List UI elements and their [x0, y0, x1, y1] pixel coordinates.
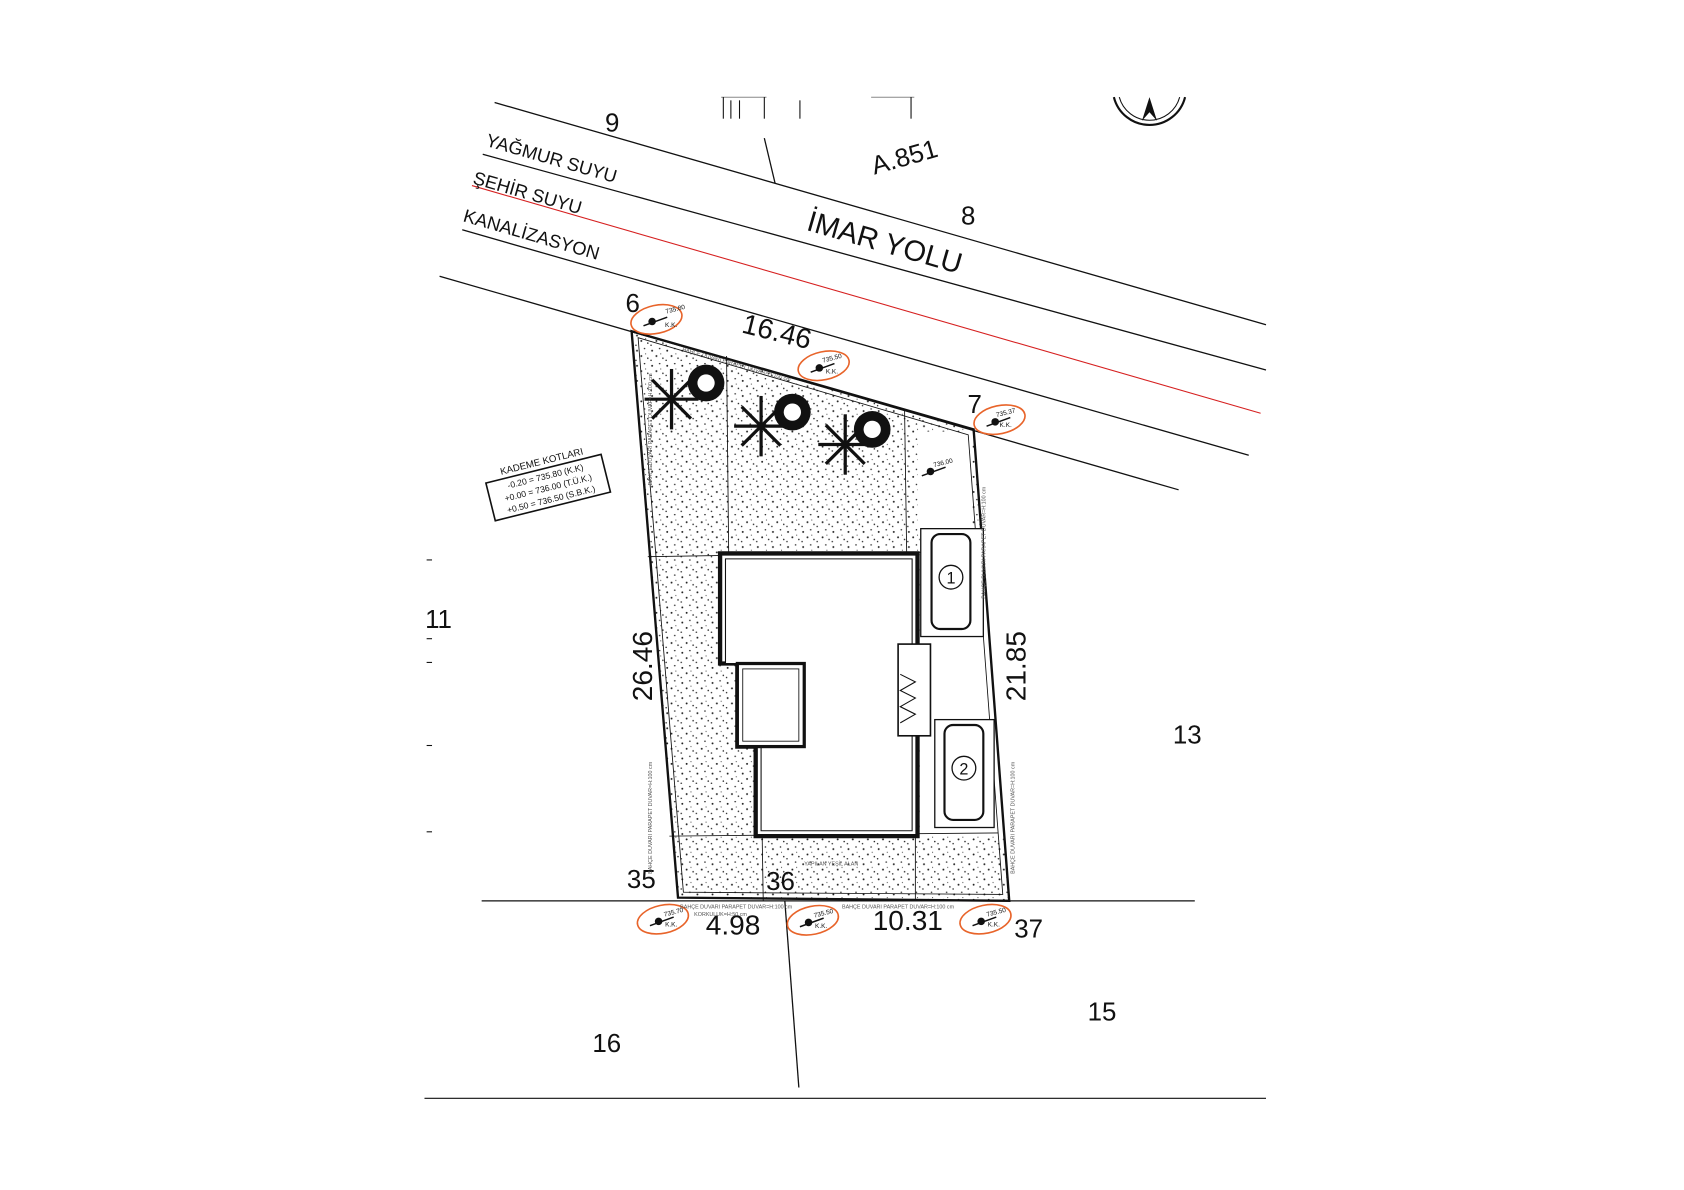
corner-7: 7 — [968, 391, 982, 419]
parking-2-label: 2 — [959, 761, 968, 779]
svg-text:736.00: 736.00 — [933, 458, 954, 470]
parcel-15: 15 — [1088, 999, 1117, 1027]
svg-text:K.K.: K.K. — [665, 322, 677, 329]
corner-35: 35 — [627, 866, 656, 894]
dim-east: 21.85 — [1000, 631, 1031, 701]
building-footprint — [717, 551, 932, 839]
corner-37: 37 — [1014, 916, 1043, 944]
dim-south-right: 10.31 — [873, 905, 943, 936]
parcel-label: A.851 — [868, 135, 941, 181]
svg-text:735.50: 735.50 — [986, 907, 1007, 919]
corner-6: 6 — [626, 290, 640, 318]
dim-north: 16.46 — [739, 308, 815, 355]
road-width-label: 8 — [961, 202, 975, 230]
svg-text:735.50: 735.50 — [822, 353, 843, 365]
kademe-legend: KADEME KOTLARI -0.20 = 735.80 (K.K) +0.0… — [484, 446, 612, 522]
svg-text:735.70: 735.70 — [663, 907, 684, 919]
green-area-note: YAPILAN YEŞİL ALAN — [804, 860, 858, 867]
wall-note-east-lower: BAHÇE DUVARI PARAPET DUVAR=H:100 cm — [1011, 761, 1017, 874]
corner-36: 36 — [766, 868, 795, 896]
svg-text:K.K.: K.K. — [665, 922, 677, 929]
elevation-marks: 735.80K.K. 735.50K.K. 735.37K.K. 735.70K… — [630, 303, 1026, 936]
parcel-16: 16 — [592, 1030, 621, 1058]
label-9: 9 — [605, 110, 619, 138]
dim-south-left: 4.98 — [706, 909, 761, 940]
svg-text:735.50: 735.50 — [813, 908, 834, 920]
svg-text:K.K.: K.K. — [826, 368, 838, 375]
parcel-11: 11 — [425, 606, 452, 634]
svg-text:735.80: 735.80 — [665, 304, 686, 316]
section-markers — [721, 96, 915, 119]
parking-spaces — [920, 528, 995, 829]
tree-symbols — [644, 364, 891, 475]
svg-text:K.K.: K.K. — [1000, 422, 1012, 429]
svg-text:735.37: 735.37 — [995, 407, 1016, 419]
wall-note-west-lower: BAHÇE DUVARI PARAPET DUVAR=H:100 cm — [648, 761, 654, 874]
svg-text:K.K.: K.K. — [988, 922, 1000, 929]
wall-note-south-left: BAHÇE DUVARI PARAPET DUVAR=H:100 cm — [680, 904, 793, 910]
road-label: İMAR YOLU — [803, 205, 966, 281]
svg-text:K.K.: K.K. — [815, 923, 827, 930]
wall-note-west: BAHÇE DUVARI PARAPET DUVAR=H:100 cm — [648, 373, 654, 486]
railing-note-south-left: KORKULUK=H:50 cm — [694, 912, 747, 918]
wall-note-east: BAHÇE DUVARI PARAPET DUVAR=H:100 cm — [981, 486, 987, 599]
wall-note-south-right: BAHÇE DUVARI PARAPET DUVAR=H:100 cm — [842, 904, 955, 910]
dim-west: 26.46 — [627, 631, 658, 701]
parcel-13: 13 — [1173, 721, 1202, 749]
north-arrow-icon — [1112, 96, 1187, 127]
parking-1-label: 1 — [946, 570, 955, 588]
label-kanalizasyon: KANALİZASYON — [461, 205, 602, 264]
